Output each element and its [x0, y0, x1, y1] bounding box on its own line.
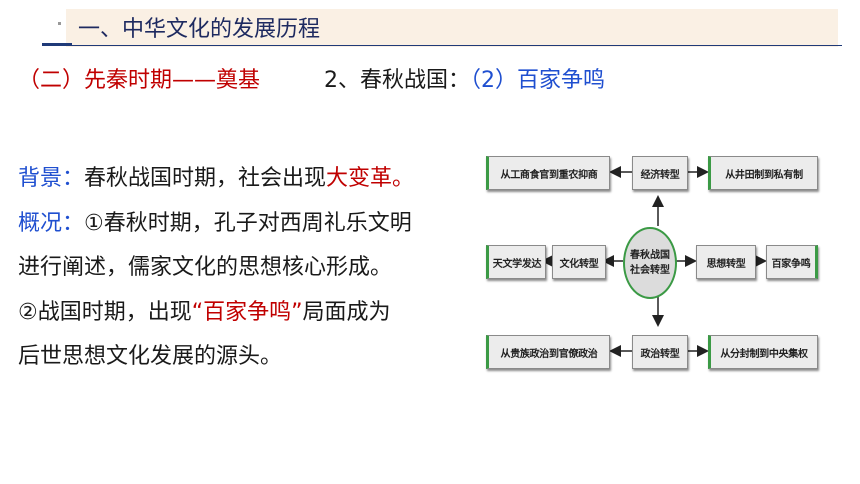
economy-left-box: 从工商食官到重农抑商: [486, 156, 610, 190]
topic-prefix: 2、春秋战国：: [324, 68, 470, 93]
overview-emphasis: “百家争鸣”: [191, 299, 303, 325]
center-label-1: 春秋战国: [630, 250, 670, 261]
background-label: 背景：: [18, 166, 85, 191]
title-dot: [58, 22, 61, 25]
thought-right-box: 百家争鸣: [766, 245, 818, 279]
topic-subheading: 2、春秋战国：（2）百家争鸣: [324, 66, 605, 96]
thought-box: 思想转型: [696, 245, 756, 279]
title-underline-accent: [42, 43, 72, 46]
economy-right-box: 从井田制到私有制: [708, 156, 818, 190]
page-title: 一、中华文化的发展历程: [78, 17, 321, 42]
background-line: 背景：春秋战国时期，社会出现大变革。: [18, 157, 488, 202]
economy-box: 经济转型: [632, 156, 688, 190]
politics-box: 政治转型: [632, 335, 688, 369]
overview-text: ①春秋时期，孔子对西周礼乐文明: [84, 210, 412, 236]
politics-right-box: 从分封制到中央集权: [708, 335, 818, 369]
overview-line: 概况：①春秋时期，孔子对西周礼乐文明: [18, 202, 488, 247]
section-subheading: （二）先秦时期——奠基: [18, 68, 261, 93]
topic-highlight: （2）百家争鸣: [470, 68, 605, 93]
social-transformation-diagram: 从工商食官到重农抑商 经济转型 从井田制到私有制 天文学发达 文化转型 春秋战国…: [484, 146, 820, 376]
center-label-2: 社会转型: [630, 265, 670, 276]
politics-left-box: 从贵族政治到官僚政治: [486, 335, 610, 369]
overview-line-3: ②战国时期，出现“百家争鸣”局面成为: [18, 291, 488, 336]
overview-label: 概况：: [18, 210, 85, 236]
overview-text-a: ②战国时期，出现: [18, 299, 192, 325]
title-underline: [42, 45, 842, 46]
background-emphasis: 大变革。: [326, 166, 415, 191]
culture-box: 文化转型: [552, 245, 606, 279]
overview-line-2: 进行阐述，儒家文化的思想核心形成。: [18, 255, 393, 280]
culture-left-box: 天文学发达: [486, 245, 546, 279]
background-text: 春秋战国时期，社会出现: [84, 166, 327, 191]
body-text: 背景：春秋战国时期，社会出现大变革。 概况：①春秋时期，孔子对西周礼乐文明 进行…: [18, 157, 488, 380]
center-node: 春秋战国 社会转型: [623, 227, 677, 299]
title-bar: [66, 9, 838, 47]
diagram-arrows: [541, 166, 767, 357]
overview-text-b: 局面成为: [302, 299, 391, 325]
overview-line-4: 后世思想文化发展的源头。: [18, 344, 283, 369]
